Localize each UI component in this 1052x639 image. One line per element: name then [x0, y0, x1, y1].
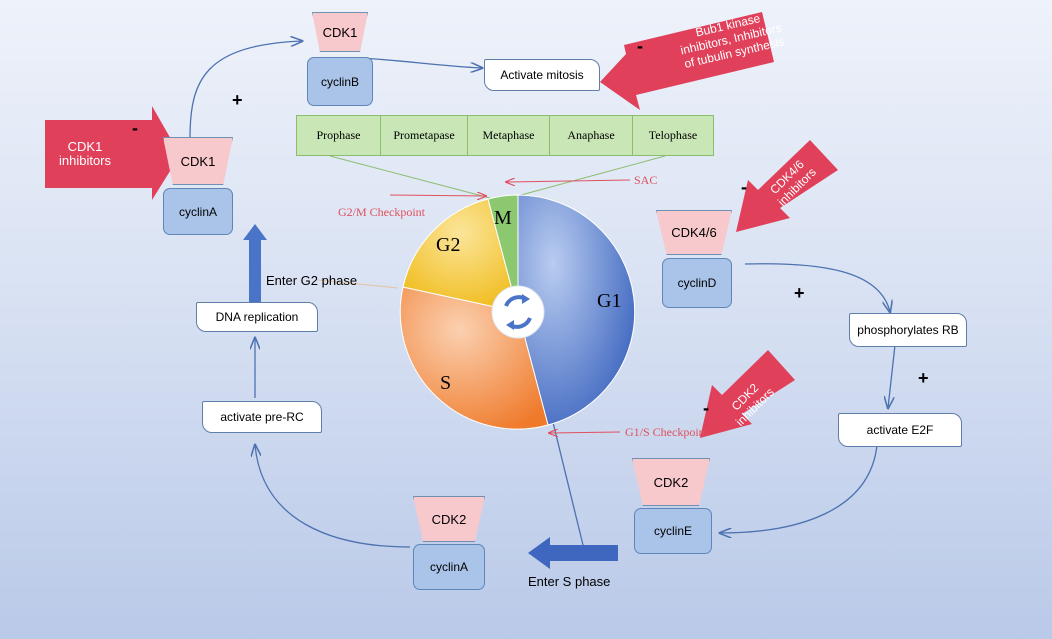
phase-anaphase: Anaphase — [549, 115, 633, 156]
cyclind: cyclinD — [662, 258, 732, 308]
edge-cdk1a-to-cdk1b — [189, 41, 302, 139]
dna-replication-box: DNA replication — [196, 302, 318, 332]
edge-cyclind-to-rb — [744, 263, 890, 312]
cdk1-top: CDK1 — [312, 12, 368, 52]
minus-sign-cdk46: - — [741, 177, 747, 197]
pie-label-m: M — [494, 207, 512, 229]
edge-g1s-to-enterS — [547, 401, 584, 546]
minus-sign-cdk1: - — [132, 118, 138, 138]
cyclina-left: cyclinA — [163, 188, 233, 235]
pie-g2 — [402, 198, 519, 313]
edge-cdk2a-to-prerc — [255, 445, 411, 548]
phase-metaphase: Metaphase — [467, 115, 550, 156]
activate-prerc-box: activate pre-RC — [202, 401, 322, 433]
inhibitor-arrows — [45, 12, 838, 438]
g1s-checkpoint-label: G1/S Checkpoint — [625, 425, 708, 439]
cell-cycle-pie — [399, 194, 636, 430]
sac-checkpoint-arrow — [506, 180, 631, 182]
cdk1-inhibitor-arrow — [45, 106, 180, 200]
phase-prometaphase: Prometapase — [380, 115, 468, 156]
cdk2-inhibitor-arrow — [700, 350, 795, 438]
pie-label-s: S — [440, 372, 452, 394]
bub1-inhibitor-arrow — [600, 12, 774, 110]
g2m-checkpoint-arrow — [389, 195, 486, 196]
plus-sign-e2f: + — [918, 368, 929, 388]
cdk1-inhibitor-label: CDK1 inhibitors — [58, 139, 112, 168]
block-arrows — [243, 224, 618, 569]
activate-mitosis-box: Activate mitosis — [484, 59, 600, 91]
minus-sign-cdk2: - — [703, 398, 709, 418]
sac-checkpoint-label: SAC — [634, 173, 658, 187]
pie-g1 — [517, 194, 636, 426]
cdk46-inhibitor-arrow — [736, 140, 838, 232]
pie-m — [487, 194, 519, 313]
flow-arrows — [189, 41, 896, 548]
enter-s-arrow — [528, 537, 618, 569]
pie-label-g2: G2 — [436, 234, 461, 256]
pie-label-g1: G1 — [597, 290, 622, 312]
minus-sign-bub1: - — [637, 36, 643, 56]
g1s-checkpoint-arrow — [549, 432, 621, 433]
cdk2-right: CDK2 — [632, 458, 710, 506]
phase-prophase: Prophase — [296, 115, 381, 156]
enter-s-label: Enter S phase — [528, 574, 611, 589]
edge-rb-to-e2f — [888, 344, 896, 408]
cdk2-bottom: CDK2 — [413, 496, 485, 542]
enter-g2-label: Enter G2 phase — [266, 273, 358, 288]
plus-sign-cdk1: + — [232, 90, 243, 110]
cycline: cyclinE — [634, 508, 712, 554]
enter-g2-arrow — [243, 224, 267, 312]
phase-telophase: Telophase — [632, 115, 714, 156]
activate-e2f-box: activate E2F — [838, 413, 962, 447]
cdk1-left: CDK1 — [163, 137, 233, 185]
edge-e2f-to-cycline — [720, 444, 878, 533]
plus-sign-cdk46: + — [794, 283, 805, 303]
edge-g2-to-enterG2 — [317, 279, 399, 289]
phosphorylates-rb-box: phosphorylates RB — [849, 313, 967, 347]
phase-bar-links — [329, 155, 666, 199]
checkpoint-arrows — [389, 180, 631, 433]
cyclina-bottom: cyclinA — [413, 544, 485, 590]
cyclinb: cyclinB — [307, 57, 373, 106]
cdk46: CDK4/6 — [656, 210, 732, 255]
g2m-checkpoint-label: G2/M Checkpoint — [338, 205, 425, 219]
edge-cdk1b-to-mitosis — [359, 57, 482, 68]
